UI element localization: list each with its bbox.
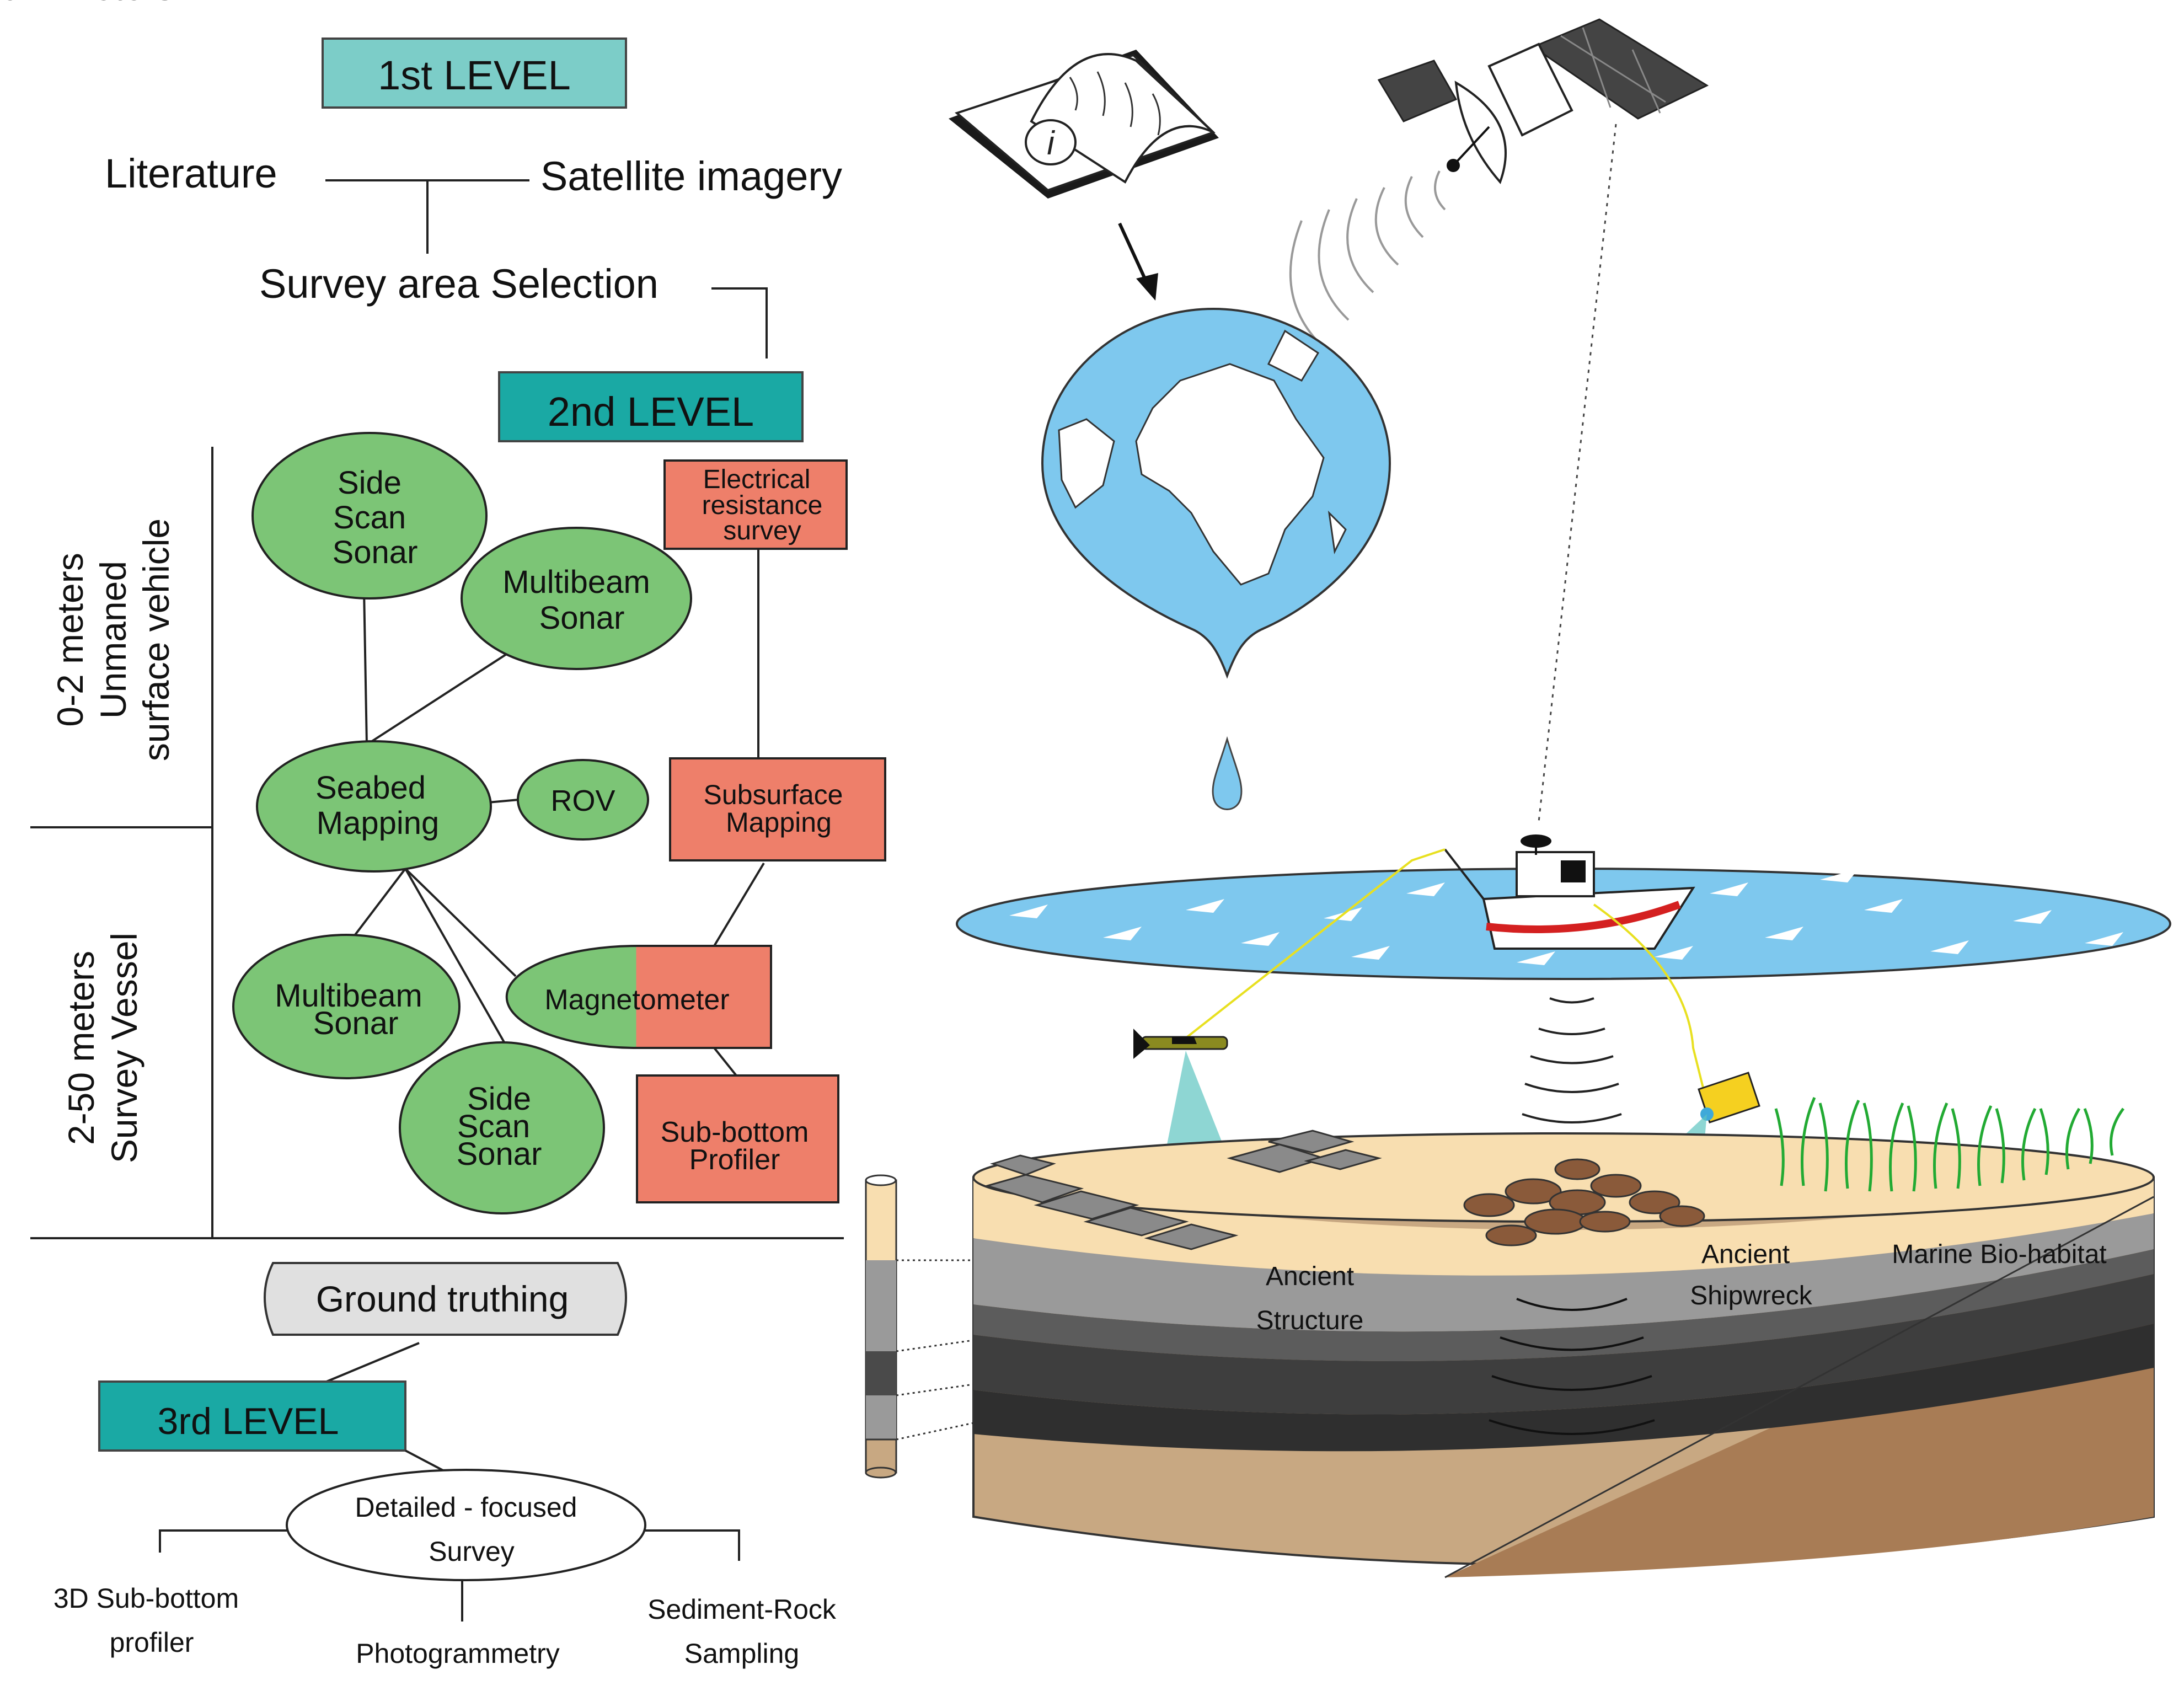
svg-text:resistance: resistance	[702, 491, 823, 520]
satellite-signal-dotted	[1538, 124, 1617, 822]
survey-area-label: Survey area Selection	[259, 261, 659, 307]
svg-text:Magnetometer: Magnetometer	[544, 984, 729, 1016]
sediment-rock-line-1: Sediment-Rock	[647, 1594, 837, 1625]
side-scan-sonar-deep-node: Side Scan Sonar	[399, 1041, 605, 1214]
subbottom-sonar-arcs	[1489, 1298, 1655, 1435]
sea-waves	[1009, 869, 2123, 965]
multibeam-sonar-node: Multibeam Sonar	[461, 527, 692, 670]
svg-text:Sonar: Sonar	[313, 1005, 399, 1041]
ancient-shipwreck-line-1: Ancient	[1701, 1240, 1790, 1269]
depth-shallow-text-2: Unmaned	[93, 561, 133, 719]
ground-truthing-label: Ground truthing	[316, 1278, 569, 1319]
core-sample-leaders	[896, 1259, 974, 1441]
svg-text:Profiler: Profiler	[689, 1144, 780, 1176]
sub-bottom-3d-line-1: 3D Sub-bottom	[53, 1583, 239, 1614]
svg-text:Seabed: Seabed	[315, 770, 426, 806]
side-scan-sonar-node: Side Scan Sonar	[251, 432, 488, 600]
seabed-block	[972, 1132, 2155, 1578]
detailed-survey-line-1: Detailed - focused	[355, 1492, 577, 1523]
globe-icon	[1041, 307, 1391, 679]
svg-text:ROV: ROV	[550, 784, 615, 817]
connector-sediment	[645, 1529, 740, 1561]
book-arrow-head	[1136, 273, 1158, 301]
svg-text:Sonar: Sonar	[333, 534, 418, 570]
shipwreck-icon	[1463, 1158, 1705, 1246]
level-3-box	[98, 1380, 406, 1452]
level-3-section: Ground truthing 3rd LEVEL Detailed - foc…	[53, 1262, 837, 1669]
depth-deep-text-2: Survey Vessel	[104, 933, 144, 1163]
book-icon: i	[949, 50, 1219, 199]
boat-icon	[1444, 834, 1695, 950]
tow-line-towfish	[1179, 848, 1446, 1044]
ground-truthing-banner	[264, 1262, 627, 1336]
rov-node: ROV	[517, 759, 649, 841]
detailed-survey-line-2: Survey	[429, 1536, 515, 1567]
ancient-structure-line-2: Structure	[1256, 1306, 1364, 1335]
depth-shallow-text-1: 0-2 meters	[50, 553, 90, 726]
svg-text:Multibeam: Multibeam	[275, 978, 422, 1014]
svg-text:Multibeam: Multibeam	[502, 564, 650, 600]
core-sample-icon	[865, 1174, 897, 1479]
svg-text:Electrical: Electrical	[703, 465, 811, 494]
connector-gt-level3	[319, 1342, 420, 1385]
level-1-box	[322, 38, 627, 109]
connector-3d	[159, 1529, 287, 1553]
depth-shallow-text-3: surface vehicle	[136, 518, 176, 761]
sediment-rock-line-2: Sampling	[684, 1638, 799, 1669]
svg-text:Sub-bottom: Sub-bottom	[661, 1116, 809, 1148]
sub-bottom-3d-line-2: profiler	[110, 1627, 194, 1658]
rov-icon	[1698, 1072, 1760, 1123]
level-1-label: 1st LEVEL	[378, 52, 571, 98]
svg-text:survey: survey	[723, 516, 801, 545]
electrical-resistance-node: Electrical resistance survey	[663, 459, 848, 550]
multibeam-sonar-deep-node: Multibeam Sonar	[232, 934, 461, 1079]
satellite-icon	[1377, 18, 1709, 184]
satellite-imagery-label: Satellite imagery	[540, 153, 842, 199]
depth-deep-text-1: 2-50 meters	[61, 951, 101, 1145]
svg-text:Side: Side	[338, 465, 402, 501]
connector-survey-level2	[711, 287, 768, 358]
literature-label: Literature	[105, 151, 277, 196]
towfish-icon	[1133, 1029, 1228, 1059]
level-2-section: 2nd LEVEL 0-2 meters 0-2 meters Unmaned …	[0, 0, 886, 1239]
illustration: i	[865, 18, 2171, 1578]
ancient-shipwreck-line-2: Shipwreck	[1690, 1281, 1812, 1310]
ancient-structure-icon	[984, 1130, 1382, 1250]
level-2-box	[498, 371, 804, 442]
sub-bottom-profiler-node: Sub-bottom Profiler	[636, 1074, 839, 1203]
magnetometer-node: Magnetometer	[505, 945, 772, 1049]
info-symbol: i	[1047, 125, 1055, 162]
seabed-mapping-node: Seabed Mapping	[256, 740, 492, 873]
vessel-sonar-waves	[1522, 997, 1622, 1123]
photogrammetry-label: Photogrammetry	[356, 1638, 560, 1669]
water-drop	[1212, 736, 1243, 810]
depth-shallow-label: 0-2 meters	[0, 0, 174, 8]
depth-shallow-group: 0-2 meters Unmaned surface vehicle	[50, 518, 176, 761]
depth-shallow-line-1: 0-2 meters	[0, 0, 174, 8]
svg-text:Sonar: Sonar	[457, 1136, 542, 1172]
level-3-label: 3rd LEVEL	[158, 1400, 339, 1442]
svg-text:Mapping: Mapping	[317, 805, 439, 841]
depth-deep-group: 2-50 meters Survey Vessel	[61, 933, 144, 1163]
level-2-label: 2nd LEVEL	[548, 389, 754, 435]
level-2-connectors	[352, 549, 765, 1077]
svg-text:Subsurface: Subsurface	[704, 779, 843, 810]
svg-text:Side: Side	[467, 1081, 531, 1117]
level-1-section: 1st LEVEL Literature Satellite imagery S…	[105, 38, 842, 358]
svg-text:Scan: Scan	[457, 1109, 530, 1144]
tow-line-rov	[1593, 903, 1705, 1093]
marine-biohabitat-label: Marine Bio-habitat	[1892, 1240, 2107, 1269]
ancient-structure-line-1: Ancient	[1266, 1262, 1354, 1291]
satellite-signal-waves	[1289, 170, 1446, 349]
svg-text:Scan: Scan	[333, 500, 406, 536]
svg-text:Mapping: Mapping	[726, 807, 832, 838]
detailed-survey-node	[286, 1469, 646, 1581]
seagrass-icon	[1774, 1097, 2125, 1192]
subsurface-mapping-node: Subsurface Mapping	[669, 757, 886, 861]
svg-text:Sonar: Sonar	[539, 600, 625, 636]
